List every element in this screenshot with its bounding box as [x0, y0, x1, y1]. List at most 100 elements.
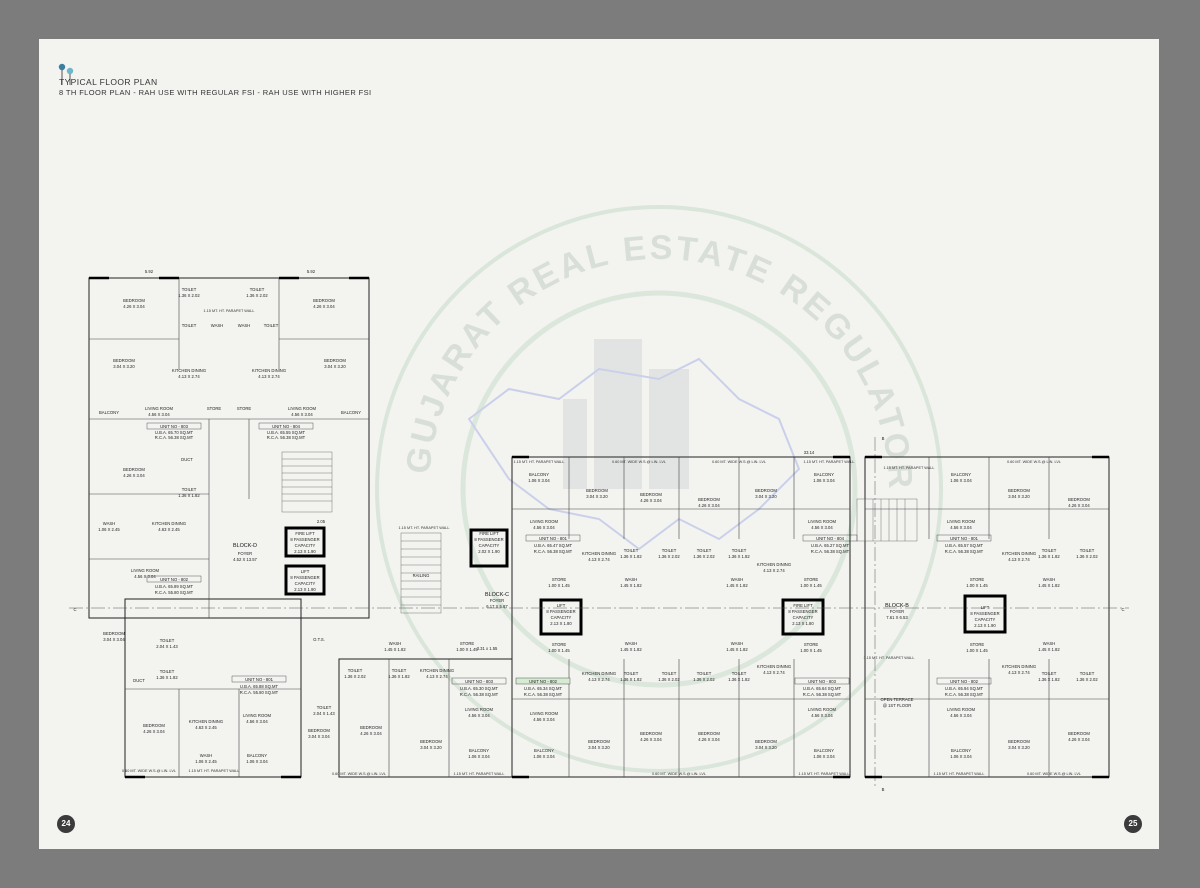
lift-b: [963, 594, 1007, 634]
room-label: TOILET: [160, 669, 175, 674]
room-label: BALCONY: [814, 748, 834, 753]
room-label: TOILET: [662, 548, 677, 553]
room-label: STORE: [552, 642, 567, 647]
room-label: WASH: [1043, 641, 1055, 646]
room-dim: 1.06 X 3.04: [813, 754, 835, 759]
room-label: TOILET: [348, 668, 363, 673]
room-label: STORE: [804, 577, 819, 582]
room-label: KITCHEN DINING: [582, 551, 616, 556]
room-dim: 4.56 X 3.04: [950, 713, 972, 718]
room-label: KITCHEN DINING: [252, 368, 286, 373]
room-label: WASH: [238, 323, 250, 328]
unit-area: R.C.A. 56.38 SQ.MT: [524, 692, 563, 697]
room-label: TOILET: [697, 548, 712, 553]
fire-lift-d: [284, 526, 326, 558]
duct-label: DUCT: [181, 457, 193, 462]
room-label: STORE: [804, 642, 819, 647]
lift-label: CAPACITY: [975, 617, 996, 622]
room-label: KITCHEN DINING: [1002, 551, 1036, 556]
foyer-label: FOYER: [890, 609, 904, 614]
unit-area: R.C.A. 55.80 SQ.MT: [155, 590, 194, 595]
dim-label: 3.31 x 1.55: [477, 646, 498, 651]
unit-label: UNIT NO - 803: [160, 424, 189, 429]
room-dim: 1.00 X 1.45: [966, 648, 988, 653]
room-label: TOILET: [264, 323, 279, 328]
parapet-label: 1.15 MT. HT. PARAPET WALL: [399, 526, 450, 530]
room-dim: 3.04 X 3.20: [755, 745, 777, 750]
room-label: STORE: [460, 641, 475, 646]
room-label: BEDROOM: [113, 358, 135, 363]
block-c-west-wing: [338, 658, 513, 778]
lift-dim: 2.13 X 1.90: [294, 587, 316, 592]
unit-area: R.C.A. 55.80 SQ.MT: [240, 690, 279, 695]
room-dim: 4.26 X 3.04: [698, 737, 720, 742]
block-d-title: BLOCK-D: [233, 543, 257, 549]
lift-dim: 2.13 X 1.80: [550, 621, 572, 626]
room-dim: 4.56 X 3.04: [811, 525, 833, 530]
unit-label: UNIT NO - 803: [465, 679, 494, 684]
room-label: LIVING ROOM: [808, 707, 836, 712]
room-dim: 2.04 X 1.43: [156, 644, 178, 649]
room-label: TOILET: [732, 548, 747, 553]
pin-icon: [58, 63, 74, 85]
room-label: LIVING ROOM: [530, 519, 558, 524]
room-label: KITCHEN DINING: [420, 668, 454, 673]
room-dim: 1.36 X 1.82: [728, 554, 750, 559]
room-dim: 1.45 X 1.82: [726, 647, 748, 652]
room-label: LIVING ROOM: [947, 707, 975, 712]
room-dim: 1.36 X 1.82: [620, 554, 642, 559]
room-dim: 3.04 X 3.20: [420, 745, 442, 750]
room-dim: 1.06 X 3.04: [950, 754, 972, 759]
room-label: TOILET: [1080, 548, 1095, 553]
ots-label: O.T.S.: [313, 637, 325, 642]
room-label: STORE: [552, 577, 567, 582]
lift-label: 8 PASSENGER: [290, 575, 319, 580]
room-dim: 1.36 X 2.02: [178, 293, 200, 298]
room-label: TOILET: [317, 705, 332, 710]
dim-label: 5.92: [145, 269, 154, 274]
room-dim: 3.04 X 3.20: [1008, 745, 1030, 750]
watermark-map-outline: [467, 357, 801, 551]
room-label: WASH: [1043, 577, 1055, 582]
room-dim: 1.36 X 1.82: [1038, 554, 1060, 559]
lift-label: CAPACITY: [295, 581, 316, 586]
room-label: BEDROOM: [1068, 497, 1090, 502]
lift-d: [284, 564, 326, 596]
room-dim: 3.04 X 3.20: [586, 494, 608, 499]
unit-area: U.B.A. 65.64 SQ.MT: [803, 686, 842, 691]
room-dim: 1.36 X 1.82: [1038, 677, 1060, 682]
room-dim: 4.56 X 3.04: [533, 525, 555, 530]
room-label: WASH: [389, 641, 401, 646]
lift-label: CAPACITY: [551, 615, 572, 620]
parapet-label: 1.15 MT. HT. PARAPET WALL: [884, 466, 935, 470]
room-label: TOILET: [160, 638, 175, 643]
room-dim: 4.26 X 3.04: [123, 304, 145, 309]
room-label: TOILET: [1042, 671, 1057, 676]
room-label: TOILET: [1080, 671, 1095, 676]
room-label: TOILET: [182, 287, 197, 292]
unit-area: R.C.A. 56.38 SQ.MT: [534, 549, 573, 554]
room-label: TOILET: [182, 487, 197, 492]
room-dim: 4.13 X 2.74: [1008, 557, 1030, 562]
room-label: BALCONY: [341, 410, 361, 415]
lift-c: [539, 598, 583, 636]
lift-dim: 2.13 X 1.90: [294, 549, 316, 554]
room-label: BEDROOM: [143, 723, 165, 728]
room-label: TOILET: [392, 668, 407, 673]
room-label: WASH: [200, 753, 212, 758]
room-label: TOILET: [732, 671, 747, 676]
room-dim: 1.36 X 1.82: [620, 677, 642, 682]
lift-dim: 2.02 X 1.90: [478, 549, 500, 554]
ws-label: 0.60 MT. WIDE W.S.@ LIN. LVL: [332, 772, 386, 776]
room-dim: 4.56 X 3.04: [291, 412, 313, 417]
room-dim: 1.00 X 1.45: [800, 648, 822, 653]
room-label: BEDROOM: [308, 728, 330, 733]
room-dim: 4.26 X 3.04: [123, 473, 145, 478]
room-dim: 4.26 X 3.04: [640, 498, 662, 503]
unit-area: R.C.A. 56.38 SQ.MT: [460, 692, 499, 697]
room-label: BALCONY: [814, 472, 834, 477]
dim-label: 33.14: [804, 450, 815, 455]
room-dim: 1.36 X 2.02: [344, 674, 366, 679]
room-label: TOILET: [1042, 548, 1057, 553]
room-dim: 1.36 X 2.02: [658, 677, 680, 682]
